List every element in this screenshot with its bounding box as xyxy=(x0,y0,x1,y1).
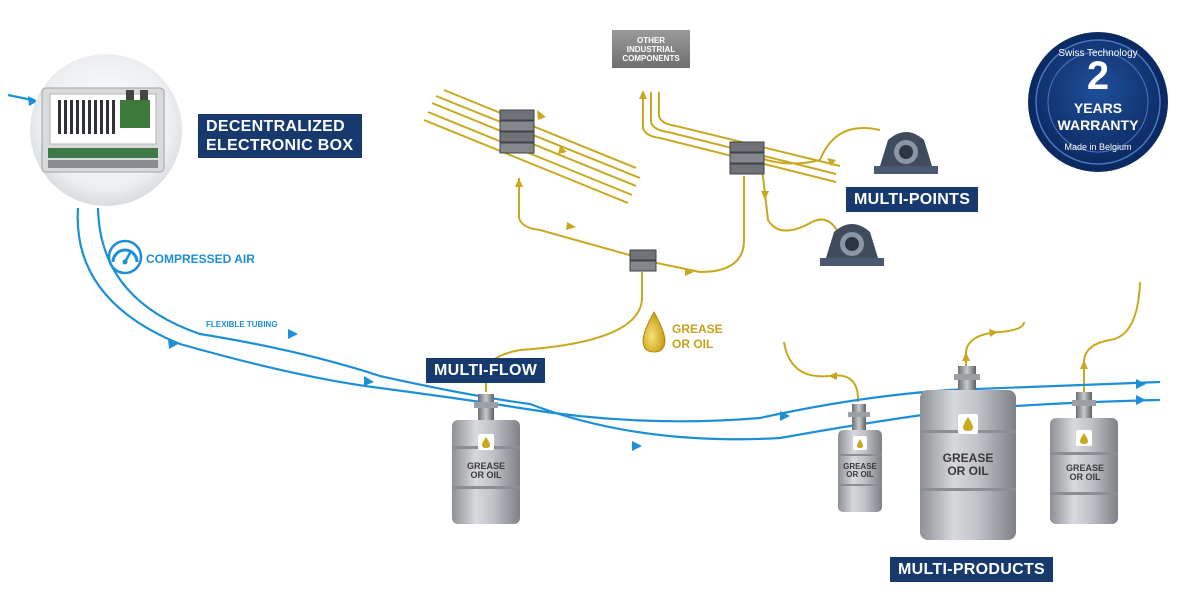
multi-products-label: MULTI-PRODUCTS xyxy=(890,557,1053,582)
large-barrel xyxy=(920,366,1016,540)
multi-points-label: MULTI-POINTS xyxy=(846,187,979,212)
flexible-tubing-label: FLEXIBLE TUBING xyxy=(206,320,278,329)
pillow-block-bearing-icon xyxy=(820,132,938,266)
badge-number: 2 xyxy=(1086,54,1110,98)
barrel-text: GREASE OR OIL xyxy=(1065,463,1104,483)
compressed-air-label: COMPRESSED AIR xyxy=(146,252,255,266)
barrel-text: GREASE OR OIL xyxy=(843,462,877,480)
badge-bottom-text: Made in Belgium xyxy=(1064,142,1132,152)
air-arrows xyxy=(28,96,1146,451)
barrel-text: GREASE OR OIL xyxy=(466,461,505,481)
badge-years: YEARS xyxy=(1073,100,1123,116)
small-barrel xyxy=(838,404,882,512)
electronic-box-label: DECENTRALIZED ELECTRONIC BOX xyxy=(198,114,362,158)
grease-or-oil-label: GREASE OR OIL xyxy=(672,322,723,351)
distributor-block-icon xyxy=(499,109,765,272)
warranty-badge xyxy=(1028,32,1168,172)
oil-drop-icon xyxy=(642,310,666,353)
grease-arrows xyxy=(515,90,1088,380)
other-industrial-components-box: OTHER INDUSTRIAL COMPONENTS xyxy=(612,30,690,68)
gauge-icon xyxy=(107,239,143,275)
badge-top-text: Swiss Technology xyxy=(1058,48,1138,59)
multi-flow-label: MULTI-FLOW xyxy=(426,358,546,383)
multi-flow-barrel xyxy=(452,394,520,524)
badge-warranty: WARRANTY xyxy=(1057,117,1139,133)
electronic-box xyxy=(30,54,182,206)
right-barrel xyxy=(1050,392,1118,524)
barrel-text: GREASE OR OIL xyxy=(942,451,994,478)
barrels xyxy=(452,366,1118,540)
